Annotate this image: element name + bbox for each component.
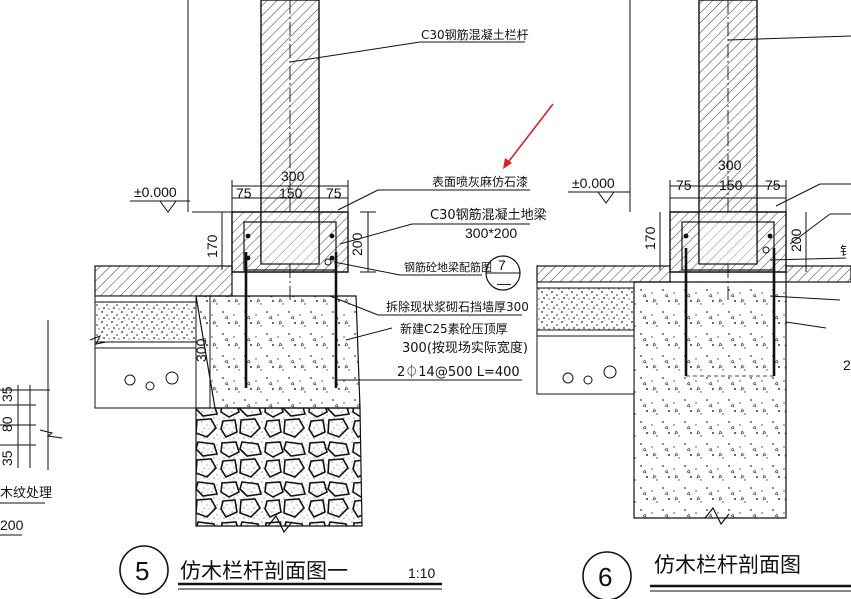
left-note: 木纹处理	[0, 486, 52, 501]
title-num-5: 5	[135, 556, 149, 586]
title-circle-6	[582, 551, 632, 599]
dim-300: 300	[281, 168, 305, 184]
partial-label-6: 钅	[840, 243, 851, 258]
title-5: 仿木栏杆剖面图一	[180, 559, 348, 583]
title-circle-5	[119, 545, 169, 595]
left-edge-fragment: 35 80 35 木纹处理 200	[0, 320, 63, 536]
label-rebar: 2⏀14@500 L=400	[397, 364, 520, 380]
elevation-label-6: ±0.000	[572, 175, 615, 191]
partial-2-6: 2	[843, 357, 851, 373]
left-dim-2: 80	[0, 416, 15, 432]
label-column: C30钢筋混凝土栏杆	[421, 27, 529, 42]
title-6: 仿木栏杆剖面图	[654, 553, 801, 577]
label-beam-size: 300*200	[465, 225, 517, 241]
section-6: 300 75 150 75 170 200 ±0.000 钅 2 6 仿木栏杆剖…	[536, 0, 851, 599]
dim-170: 170	[204, 234, 220, 258]
detail-num: 7	[498, 257, 506, 273]
red-arrow	[505, 103, 554, 166]
dim-170-6: 170	[642, 226, 658, 250]
left-dim-200: 200	[0, 517, 24, 533]
dim-75-left-6: 75	[676, 177, 692, 193]
dim-150-6: 150	[719, 177, 743, 193]
dim-300-6: 300	[718, 157, 742, 173]
section-5: 300 75 150 75 170 300 200 ±0.000 C30钢筋混凝…	[89, 0, 554, 595]
dim-75-right-6: 75	[765, 177, 781, 193]
dim-75-left: 75	[236, 185, 252, 201]
title-num-6: 6	[598, 562, 612, 592]
left-dim-1: 35	[0, 386, 15, 402]
left-dim-3: 35	[0, 450, 15, 466]
label-demolish: 拆除现状浆砌石挡墙厚300	[386, 299, 529, 314]
label-new-cap-1: 新建C25素砼压顶厚	[400, 321, 508, 336]
dim-300-base: 300	[193, 338, 209, 362]
label-new-cap-2: 300(按现场实际宽度)	[402, 340, 528, 356]
dim-75-right: 75	[326, 185, 342, 201]
concrete-block-6	[633, 281, 787, 519]
dim-200-6: 200	[788, 228, 804, 252]
label-rebar-ref: 钢筋砼地梁配筋图	[404, 260, 492, 274]
detail-sheet: —	[497, 275, 511, 291]
dim-150: 150	[279, 185, 303, 201]
label-finish: 表面喷灰麻仿石漆	[432, 174, 528, 189]
elevation-label: ±0.000	[134, 184, 177, 200]
dim-200: 200	[349, 232, 365, 256]
label-beam: C30钢筋混凝土地梁	[430, 207, 547, 223]
scale-5: 1:10	[408, 565, 435, 581]
